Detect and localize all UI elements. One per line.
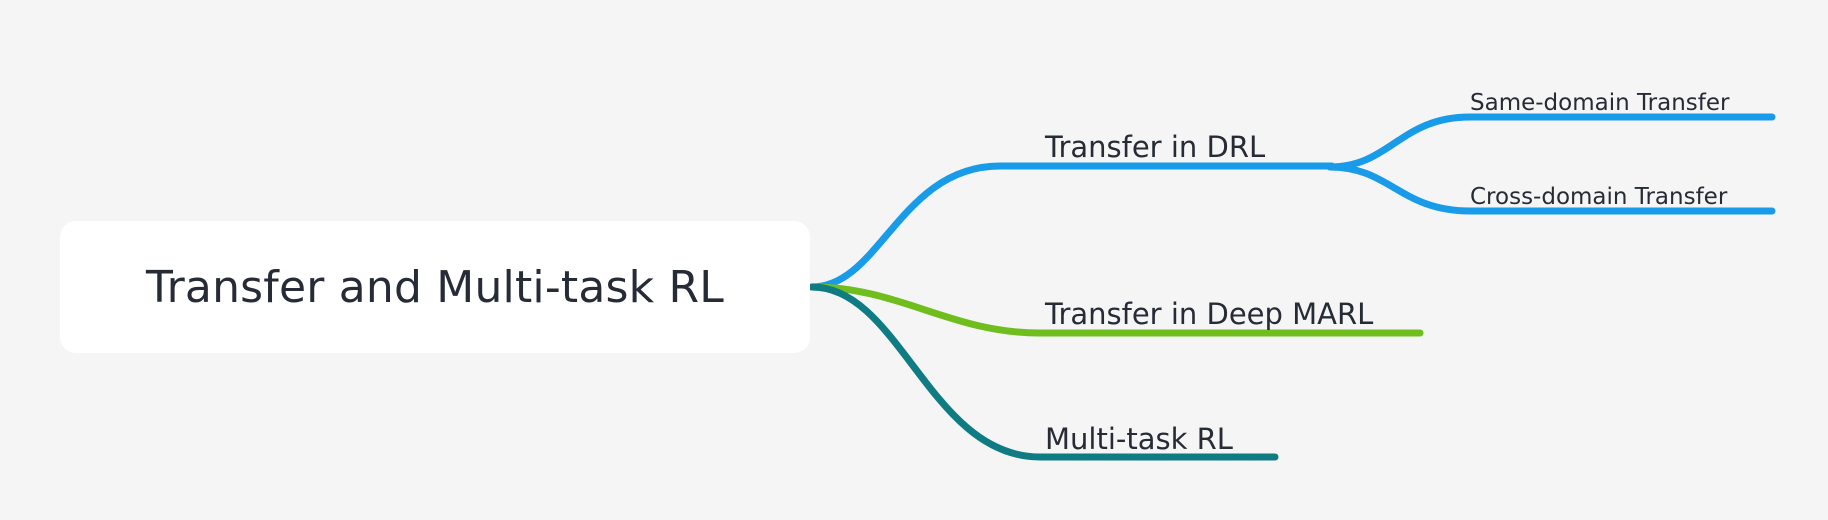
node-transfer-in-drl[interactable]: Transfer in DRL <box>1045 130 1266 164</box>
node-transfer-in-deep-marl[interactable]: Transfer in Deep MARL <box>1045 297 1374 331</box>
edge-transfer-in-drl-to-same-domain <box>1326 113 1776 171</box>
node-multi-task-rl[interactable]: Multi-task RL <box>1045 422 1233 456</box>
root-node[interactable]: Transfer and Multi-task RL <box>60 221 810 353</box>
root-node-label: Transfer and Multi-task RL <box>146 261 724 313</box>
node-cross-domain-transfer[interactable]: Cross-domain Transfer <box>1470 184 1728 210</box>
edge-transfer-in-drl-to-cross-domain <box>1326 163 1776 215</box>
edge-root-to-transfer-in-deep-marl <box>808 283 1424 337</box>
node-same-domain-transfer[interactable]: Same-domain Transfer <box>1470 90 1730 116</box>
edge-root-to-transfer-in-drl <box>808 162 1336 291</box>
edge-root-to-multi-task-rl <box>808 283 1279 461</box>
